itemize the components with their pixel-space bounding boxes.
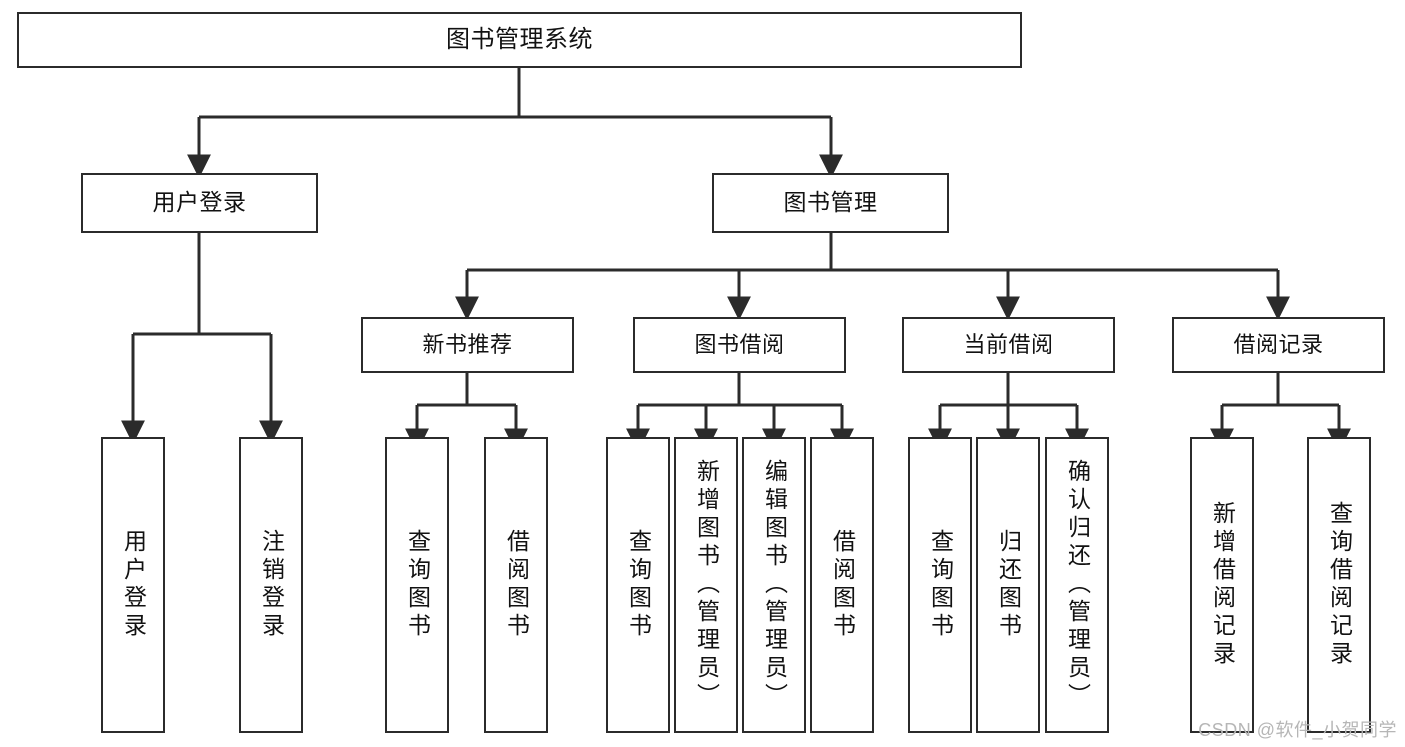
node-label: 借阅图书	[503, 529, 530, 641]
node-label: 归还图书	[995, 529, 1022, 641]
node-label: 新增借阅记录	[1209, 501, 1236, 669]
node-label: 查询图书	[927, 529, 954, 641]
leaf-user-login-login[interactable]: 用户登录	[101, 437, 165, 733]
node-label: 注销登录	[258, 529, 285, 641]
node-label: 借阅图书	[829, 529, 856, 641]
leaf-borrow-record-add[interactable]: 新增借阅记录	[1190, 437, 1254, 733]
node-label: 图书管理	[783, 189, 878, 216]
leaf-new-book-borrow[interactable]: 借阅图书	[484, 437, 548, 733]
node-label: 编辑图书（管理员）	[761, 459, 788, 711]
node-label: 图书借阅	[694, 332, 785, 358]
node-label: 查询借阅记录	[1326, 501, 1353, 669]
node-new-book-recommend[interactable]: 新书推荐	[361, 317, 574, 373]
leaf-book-borrow-add[interactable]: 新增图书（管理员）	[674, 437, 738, 733]
leaf-book-borrow-lend[interactable]: 借阅图书	[810, 437, 874, 733]
csdn-watermark: CSDN @软件_小贺同学	[1198, 720, 1397, 740]
leaf-book-borrow-edit[interactable]: 编辑图书（管理员）	[742, 437, 806, 733]
node-label: 当前借阅	[963, 332, 1054, 358]
leaf-current-borrow-query[interactable]: 查询图书	[908, 437, 972, 733]
node-label: 查询图书	[625, 529, 652, 641]
node-label: 用户登录	[120, 529, 147, 641]
node-label: 图书管理系统	[446, 25, 593, 53]
node-current-borrow[interactable]: 当前借阅	[902, 317, 1115, 373]
node-book-borrow[interactable]: 图书借阅	[633, 317, 846, 373]
leaf-book-borrow-query[interactable]: 查询图书	[606, 437, 670, 733]
node-book-management[interactable]: 图书管理	[712, 173, 949, 233]
node-borrow-record[interactable]: 借阅记录	[1172, 317, 1385, 373]
leaf-new-book-query[interactable]: 查询图书	[385, 437, 449, 733]
node-root-system[interactable]: 图书管理系统	[17, 12, 1022, 68]
node-label: 确认归还（管理员）	[1064, 459, 1091, 711]
node-label: 新增图书（管理员）	[693, 459, 720, 711]
leaf-current-borrow-confirm-return[interactable]: 确认归还（管理员）	[1045, 437, 1109, 733]
node-label: 查询图书	[404, 529, 431, 641]
leaf-current-borrow-return[interactable]: 归还图书	[976, 437, 1040, 733]
node-label: 借阅记录	[1233, 332, 1324, 358]
leaf-borrow-record-query[interactable]: 查询借阅记录	[1307, 437, 1371, 733]
leaf-user-login-logout[interactable]: 注销登录	[239, 437, 303, 733]
node-label: 新书推荐	[422, 332, 513, 358]
node-user-login[interactable]: 用户登录	[81, 173, 318, 233]
node-label: 用户登录	[152, 189, 247, 216]
